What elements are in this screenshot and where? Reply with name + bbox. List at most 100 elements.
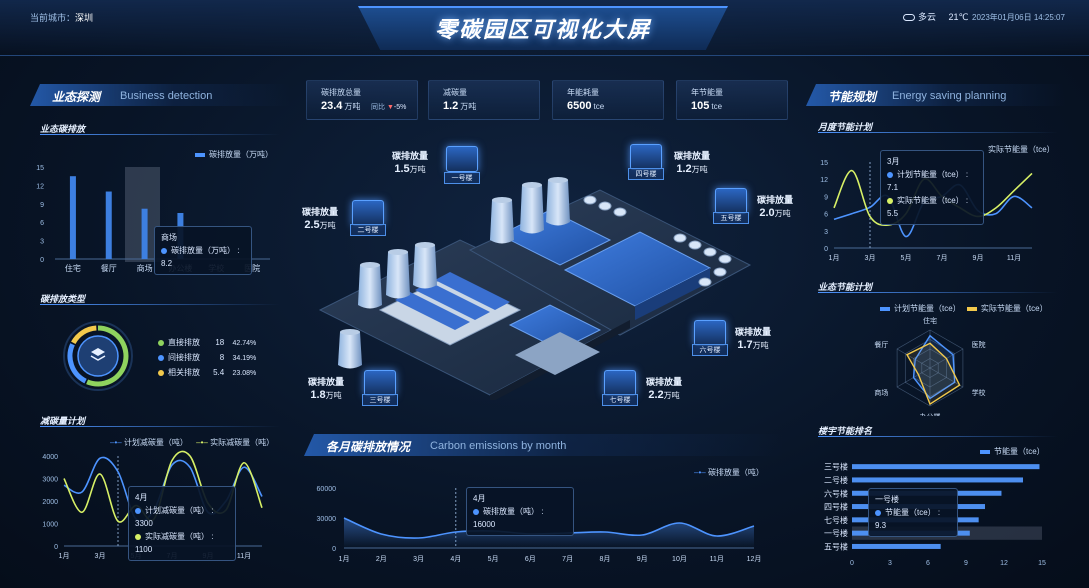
ranking-section-divider: [818, 436, 1058, 437]
map-tag-label: 碳排放量: [757, 195, 794, 205]
map-tag-value: 2.0万吨: [757, 207, 793, 220]
ranking-tooltip-label: 节能量（tce）: [885, 508, 936, 517]
emission-type-donut: [63, 321, 133, 391]
map-tag-unit: 万吨: [691, 165, 708, 174]
line-section-title: 减碳量计划: [40, 416, 86, 426]
y-tick-label: 3: [40, 239, 44, 246]
donut-legend-value: 5.4: [213, 368, 225, 377]
y-tick-label: 七号楼: [824, 515, 848, 525]
building-icon[interactable]: [715, 188, 747, 214]
building-icon[interactable]: [694, 320, 726, 346]
donut-legend: 直接排放 18 42.74%间接排放 8 34.19%相关排放 5.4 23.0…: [158, 336, 256, 381]
y-tick-label: 15: [820, 160, 828, 167]
monthly-saving-tooltip-actual-label: 实际节能量（tce）: [897, 196, 964, 205]
reduction-tooltip: 4月 计划减碳量（吨） : 3300 实际减碳量（吨） : 1100: [128, 486, 236, 561]
building-label: 二号楼: [350, 224, 386, 236]
weather: 多云 21℃: [903, 10, 969, 23]
map-tag-unit: 万吨: [409, 165, 426, 174]
radar-legend: 计划节能量（tce） 实际节能量（tce）: [880, 303, 1048, 314]
map-tag-unit: 万吨: [752, 341, 769, 350]
right-panel-header: 节能规划 Energy saving planning: [806, 84, 1066, 106]
tooltip-dot: [135, 533, 141, 540]
donut-legend-label: 间接排放: [168, 353, 200, 362]
map-tag-label: 碳排放量: [308, 377, 345, 387]
x-tick-label: 3月: [413, 555, 424, 563]
radar-legend-plan: 计划节能量（tce）: [894, 304, 961, 313]
arrow-down-icon: ▼: [386, 104, 394, 111]
bottom-panel-title-en: Carbon emissions by month: [430, 440, 567, 452]
monthly-saving-tooltip: 3月 计划节能量（tce） : 7.1 实际节能量（tce） : 5.5: [880, 150, 984, 225]
bottom-panel-title: 各月碳排放情况: [326, 440, 411, 454]
y-tick-label: 三号楼: [824, 462, 848, 472]
y-tick-label: 四号楼: [824, 502, 848, 512]
x-tick-label: 餐厅: [101, 264, 117, 273]
bar: [852, 464, 1040, 470]
cloud-icon: [903, 14, 915, 22]
map-tag-unit: 万吨: [663, 391, 680, 400]
left-panel-title-en: Business detection: [120, 90, 213, 102]
building-icon[interactable]: [446, 146, 478, 172]
tooltip-dot: [875, 509, 881, 516]
x-tick-label: 1月: [339, 555, 350, 563]
building-icon[interactable]: [630, 144, 662, 170]
map-tag-label: 碳排放量: [302, 207, 339, 217]
map-tag-building-3[interactable]: 碳排放量 1.8万吨: [308, 376, 344, 402]
parking-lot: [515, 332, 600, 375]
building-icon[interactable]: [352, 200, 384, 226]
monthly-saving-tooltip-plan-value: 7.1: [887, 183, 899, 192]
tooltip-dot: [161, 247, 167, 254]
ranking-legend-label: 节能量（tce）: [994, 447, 1045, 456]
map-tag-building-4[interactable]: 碳排放量 1.2万吨: [674, 150, 710, 176]
donut-legend-pct: 23.08%: [232, 370, 257, 377]
storage-tanks: [583, 195, 732, 287]
kpi-unit: tce: [711, 102, 723, 111]
arch-roof: [435, 272, 510, 310]
map-tag-building-6[interactable]: 碳排放量 1.7万吨: [735, 326, 771, 352]
right-panel-title: 节能规划: [828, 90, 877, 104]
business-saving-radar: 住宅医院学校办公楼商场餐厅: [874, 316, 985, 416]
cooling-towers-left: [338, 242, 437, 369]
map-tag-number: 1.7: [737, 339, 753, 351]
map-tag-number: 2.5: [304, 219, 320, 231]
x-tick-label: 0: [850, 560, 854, 567]
donut-slice: [71, 325, 97, 345]
radar-series: [905, 342, 961, 406]
left-panel-title: 业态探测: [52, 90, 101, 104]
arch-roof: [415, 282, 490, 320]
reduction-tooltip-plan-value: 3300: [135, 519, 153, 528]
building-icon[interactable]: [604, 370, 636, 396]
map-tag-building-2[interactable]: 碳排放量 2.5万吨: [302, 206, 338, 232]
map-tag-building-7[interactable]: 碳排放量 2.2万吨: [646, 376, 682, 402]
legend-swatch: [195, 152, 205, 157]
y-tick-label: 60000: [317, 486, 337, 493]
radar-section-divider: [818, 292, 1058, 293]
building-icon[interactable]: [364, 370, 396, 396]
x-tick-label: 11月: [710, 555, 724, 563]
map-tag-number: 2.2: [648, 389, 664, 401]
y-tick-label: 12: [820, 177, 828, 184]
legend-plan: 计划减碳量（吨）: [123, 438, 188, 447]
map-tag-unit: 万吨: [774, 209, 791, 218]
page-title: 零碳园区可视化大屏: [434, 17, 651, 42]
y-tick-label: 五号楼: [824, 541, 848, 551]
city-selector[interactable]: 当前城市：深圳: [30, 11, 93, 24]
donut-legend-item: 直接排放 18 42.74%: [158, 336, 256, 351]
tooltip-dot: [887, 171, 893, 178]
radar-axis-label: 餐厅: [874, 340, 888, 349]
kpi-number: 23.4: [321, 100, 343, 112]
x-tick-label: 12: [1000, 560, 1008, 567]
map-tag-building-5[interactable]: 碳排放量 2.0万吨: [757, 194, 793, 220]
x-tick-label: 9: [964, 560, 968, 567]
donut-slice: [67, 343, 87, 384]
map-tag-value: 2.5万吨: [302, 219, 338, 232]
y-tick-label: 2000: [42, 499, 58, 506]
park-3d-map[interactable]: [300, 160, 790, 400]
x-tick-label: 3: [888, 560, 892, 567]
reduction-legend: –•– 计划减碳量（吨） –•– 实际减碳量（吨）: [110, 438, 275, 447]
map-tag-building-1[interactable]: 碳排放量 1.5万吨: [392, 150, 428, 176]
radar-legend-actual: 实际节能量（tce）: [980, 304, 1048, 313]
